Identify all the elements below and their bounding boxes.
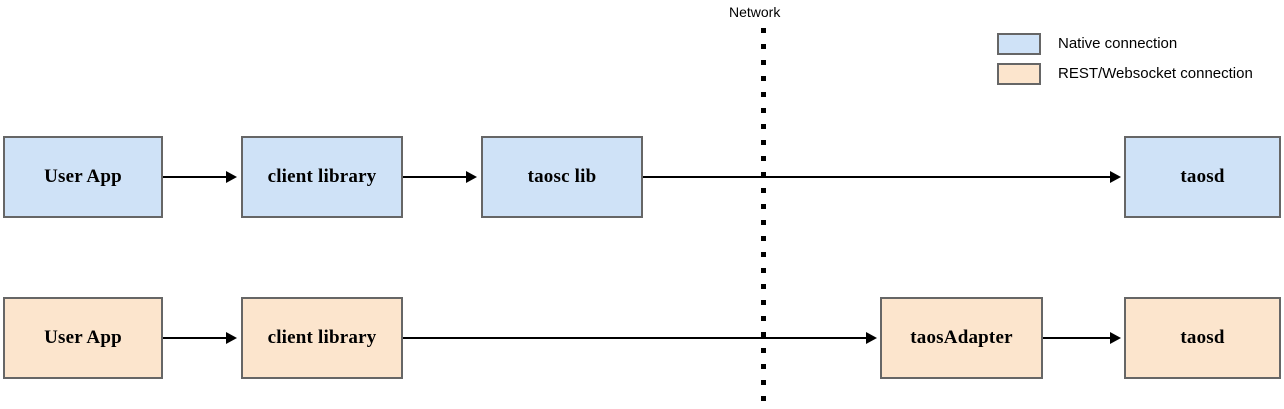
edge-native-userapp-to-clientlibrary bbox=[163, 176, 226, 178]
network-divider-label: Network bbox=[729, 4, 781, 20]
edge-rest-userapp-to-clientlibrary bbox=[163, 337, 226, 339]
legend-label-native: Native connection bbox=[1058, 35, 1178, 52]
arrowhead-native-taosclib-to-taosd bbox=[1110, 171, 1121, 183]
node-native-client-library[interactable]: client library bbox=[241, 136, 403, 218]
network-divider-line bbox=[761, 28, 766, 409]
legend-label-rest: REST/Websocket connection bbox=[1058, 65, 1253, 82]
node-rest-client-library[interactable]: client library bbox=[241, 297, 403, 379]
node-native-user-app[interactable]: User App bbox=[3, 136, 163, 218]
edge-rest-clientlibrary-to-taosadapter bbox=[403, 337, 866, 339]
edge-native-clientlibrary-to-taosclib bbox=[403, 176, 466, 178]
legend-swatch-rest bbox=[997, 63, 1041, 85]
node-native-taosd[interactable]: taosd bbox=[1124, 136, 1281, 218]
arrowhead-rest-userapp-to-clientlibrary bbox=[226, 332, 237, 344]
node-rest-user-app[interactable]: User App bbox=[3, 297, 163, 379]
arrowhead-native-userapp-to-clientlibrary bbox=[226, 171, 237, 183]
edge-native-taosclib-to-taosd bbox=[643, 176, 1110, 178]
arrowhead-rest-clientlibrary-to-taosadapter bbox=[866, 332, 877, 344]
legend-swatch-native bbox=[997, 33, 1041, 55]
node-rest-taosadapter[interactable]: taosAdapter bbox=[880, 297, 1043, 379]
arrowhead-rest-taosadapter-to-taosd bbox=[1110, 332, 1121, 344]
node-native-taosc-lib[interactable]: taosc lib bbox=[481, 136, 643, 218]
node-rest-taosd[interactable]: taosd bbox=[1124, 297, 1281, 379]
arrowhead-native-clientlibrary-to-taosclib bbox=[466, 171, 477, 183]
edge-rest-taosadapter-to-taosd bbox=[1043, 337, 1110, 339]
